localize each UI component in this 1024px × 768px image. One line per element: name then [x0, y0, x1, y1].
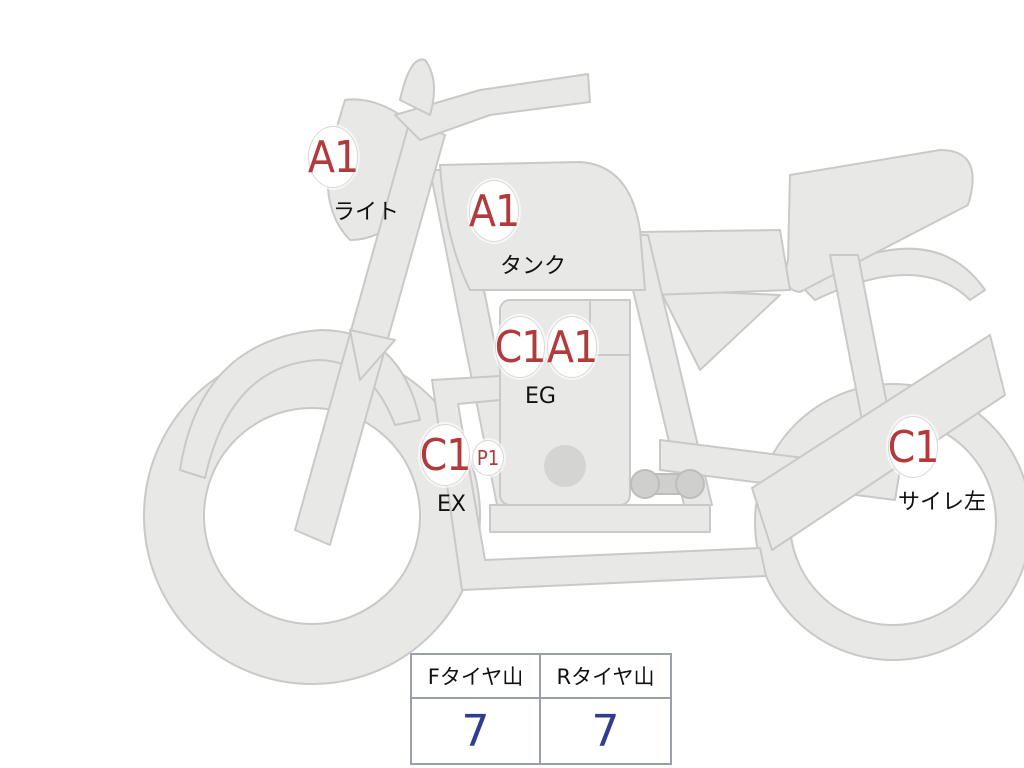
handlebar [394, 73, 591, 141]
exhaust-label: EX [437, 492, 466, 517]
rear-tire-header: Rタイヤ山 [541, 655, 670, 699]
tank-grade-badge: A1 [469, 180, 520, 242]
light-label: ライト [333, 200, 400, 225]
front-tire-value: 7 [412, 699, 541, 763]
muffler [751, 334, 1006, 551]
engine-label: EG [525, 384, 556, 409]
tire-tread-table: Fタイヤ山 Rタイヤ山 7 7 [410, 653, 672, 765]
light-grade-badge: A1 [308, 126, 359, 188]
exhaust-grade-badge-2: P1 [472, 440, 504, 476]
tank-label: タンク [500, 254, 567, 279]
rear-tire-value: 7 [591, 705, 620, 757]
exhaust-grade-badge-1: C1 [420, 424, 471, 486]
engine-grade-badge-2: A1 [547, 316, 598, 378]
muffler-grade-badge: C1 [888, 416, 939, 478]
engine-grade-badge-1: C1 [495, 316, 546, 378]
muffler-label: サイレ左 [898, 490, 987, 515]
front-tire-header: Fタイヤ山 [412, 655, 541, 699]
